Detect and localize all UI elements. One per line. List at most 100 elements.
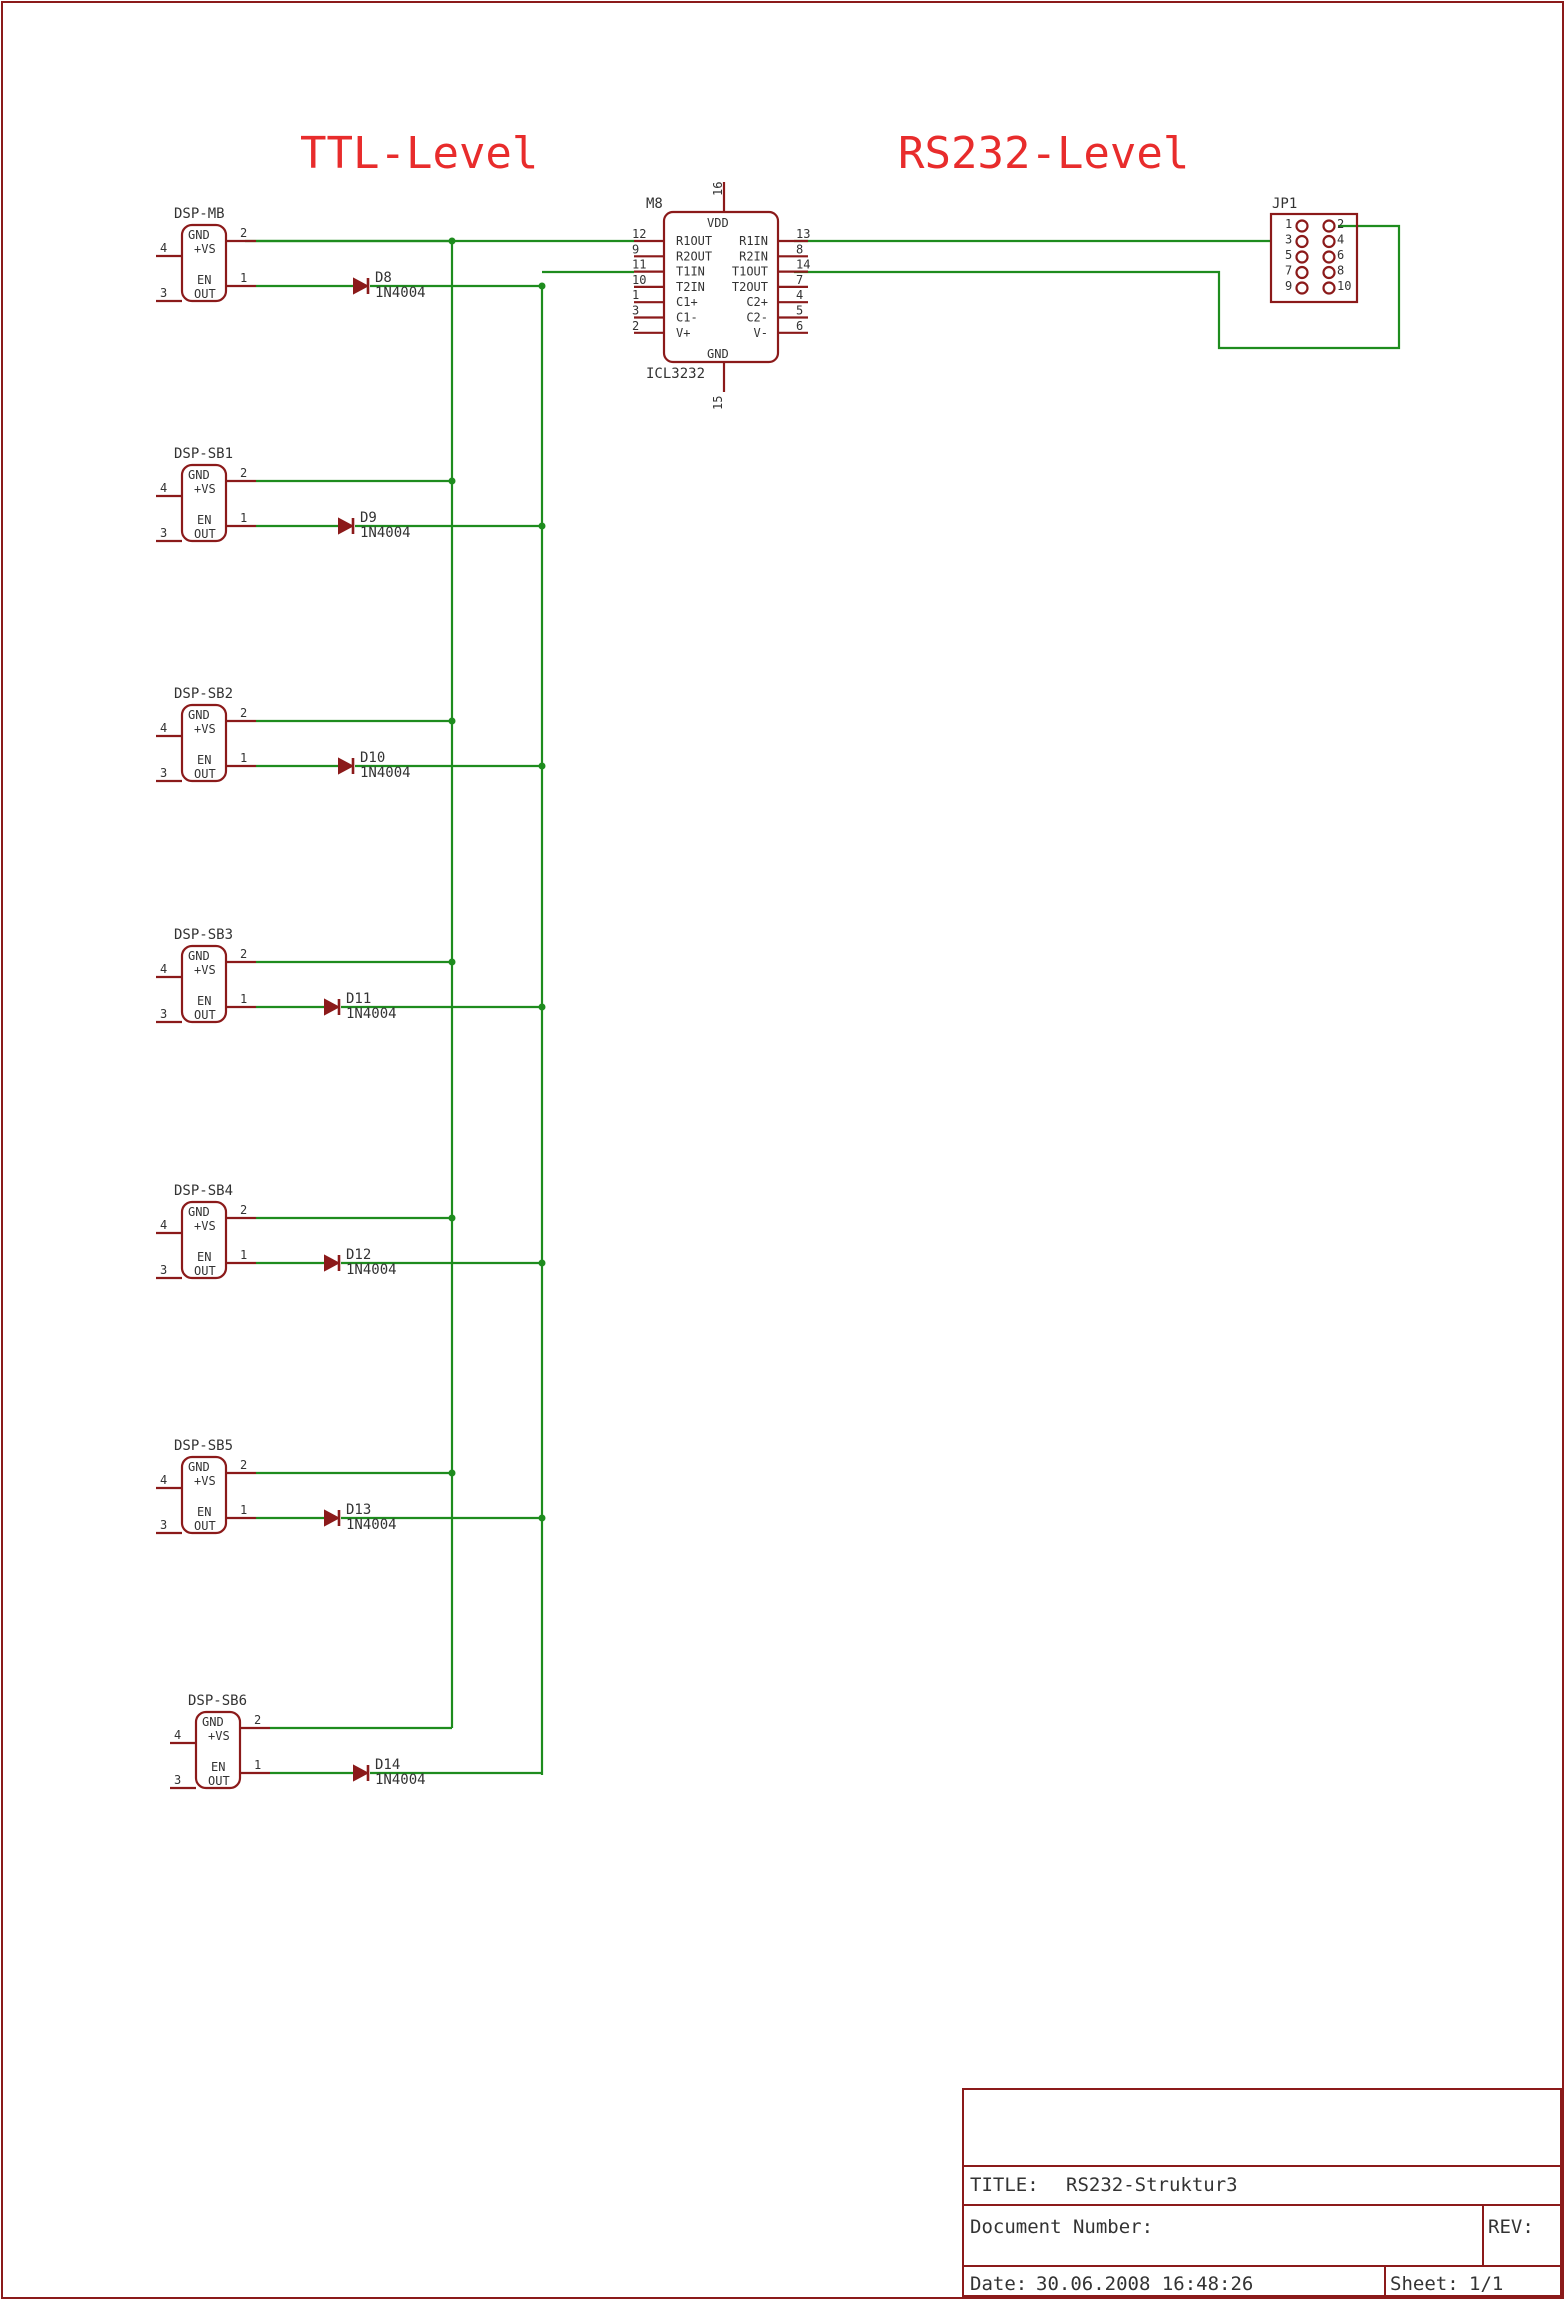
connector-out-label: OUT xyxy=(194,1008,216,1022)
date-value: 30.06.2008 16:48:26 xyxy=(1036,2273,1253,2295)
connector-pin-2: 2 xyxy=(240,466,247,480)
connector-pin-4: 4 xyxy=(160,1473,167,1487)
diode-value: 1N4004 xyxy=(346,1517,397,1533)
ic-pin-label: C2+ xyxy=(746,295,768,309)
diode-ref: D14 xyxy=(375,1757,400,1773)
ic-pin-number: 2 xyxy=(632,319,639,333)
ic-pin-number: 3 xyxy=(632,304,639,318)
junction-group xyxy=(448,237,546,1522)
diode-ref: D11 xyxy=(346,991,371,1007)
diode-ref: D12 xyxy=(346,1247,371,1263)
connector-vs-label: +VS xyxy=(208,1729,230,1743)
header-pin-number: 5 xyxy=(1285,248,1292,262)
sheet-value: 1/1 xyxy=(1469,2273,1503,2295)
header-pin-number: 2 xyxy=(1337,217,1344,231)
ic-ref: M8 xyxy=(646,196,663,212)
rs232-level-label: RS232-Level xyxy=(898,128,1189,179)
connector-vs-label: +VS xyxy=(194,1219,216,1233)
junction-dot xyxy=(538,1514,546,1522)
junction-dot xyxy=(538,762,546,770)
diode-group: D81N4004D91N4004D101N4004D111N4004D121N4… xyxy=(324,270,426,1788)
connector-pin-3: 3 xyxy=(160,526,167,540)
ic-pin-number: 13 xyxy=(796,227,810,241)
connector-pin-4: 4 xyxy=(160,721,167,735)
wires xyxy=(245,224,1401,1775)
connector-vs-label: +VS xyxy=(194,242,216,256)
junction-dot xyxy=(448,477,456,485)
junction-dot xyxy=(448,1469,456,1477)
header-body xyxy=(1269,212,1359,304)
ic-pin-number: 10 xyxy=(632,273,646,287)
connector-pin-4: 4 xyxy=(160,241,167,255)
connector-name: DSP-SB1 xyxy=(174,446,233,462)
ic-pin-16: 16 xyxy=(711,182,725,196)
ic-value: ICL3232 xyxy=(646,366,705,382)
connector-pin-1: 1 xyxy=(240,1248,247,1262)
connector-en-label: EN xyxy=(211,1760,225,1774)
ic-pin-label: T2IN xyxy=(676,280,705,294)
connector-pin-3: 3 xyxy=(160,1263,167,1277)
ic-pin-label: T2OUT xyxy=(732,280,768,294)
connector-name: DSP-SB4 xyxy=(174,1183,233,1199)
connector-gnd-label: GND xyxy=(188,1460,210,1474)
connector-name: DSP-SB3 xyxy=(174,927,233,943)
ic-pin-number: 6 xyxy=(796,319,803,333)
connector-out-label: OUT xyxy=(194,1264,216,1278)
connector-gnd-label: GND xyxy=(188,949,210,963)
connector-pin-1: 1 xyxy=(240,1503,247,1517)
connector-pin-3: 3 xyxy=(174,1773,181,1787)
connector-en-label: EN xyxy=(197,1505,211,1519)
connector-out-label: OUT xyxy=(194,527,216,541)
connector-name: DSP-MB xyxy=(174,206,225,222)
connector-pin-3: 3 xyxy=(160,766,167,780)
ic-pin-label: V+ xyxy=(676,326,690,340)
header-pad xyxy=(1322,265,1336,280)
header-pad xyxy=(1295,281,1309,295)
ic-vdd-label: VDD xyxy=(707,216,729,230)
connector-pin-2: 2 xyxy=(240,1458,247,1472)
ic-pin-label: T1OUT xyxy=(732,265,768,279)
connector-gnd-label: GND xyxy=(188,1205,210,1219)
connector-name: DSP-SB6 xyxy=(188,1693,247,1709)
connector-gnd-label: GND xyxy=(188,708,210,722)
ic-pin-label: V- xyxy=(754,326,768,340)
diode-value: 1N4004 xyxy=(375,1772,426,1788)
connector-name: DSP-SB2 xyxy=(174,686,233,702)
junction-dot xyxy=(538,1003,546,1011)
connector-pin-1: 1 xyxy=(240,271,247,285)
diode-value: 1N4004 xyxy=(375,285,426,301)
header-ref: JP1 xyxy=(1272,196,1297,212)
connector-out-label: OUT xyxy=(208,1774,230,1788)
connector-pin-3: 3 xyxy=(160,286,167,300)
header-pin-number: 8 xyxy=(1337,264,1344,278)
connector-pin-2: 2 xyxy=(254,1713,261,1727)
connector-en-label: EN xyxy=(197,994,211,1008)
document-number-label: Document Number: xyxy=(970,2216,1153,2238)
ic-pin-number: 12 xyxy=(632,227,646,241)
header-pad xyxy=(1295,265,1309,280)
diode-ref: D9 xyxy=(360,510,377,526)
junction-dot xyxy=(538,522,546,530)
connector-out-label: OUT xyxy=(194,767,216,781)
